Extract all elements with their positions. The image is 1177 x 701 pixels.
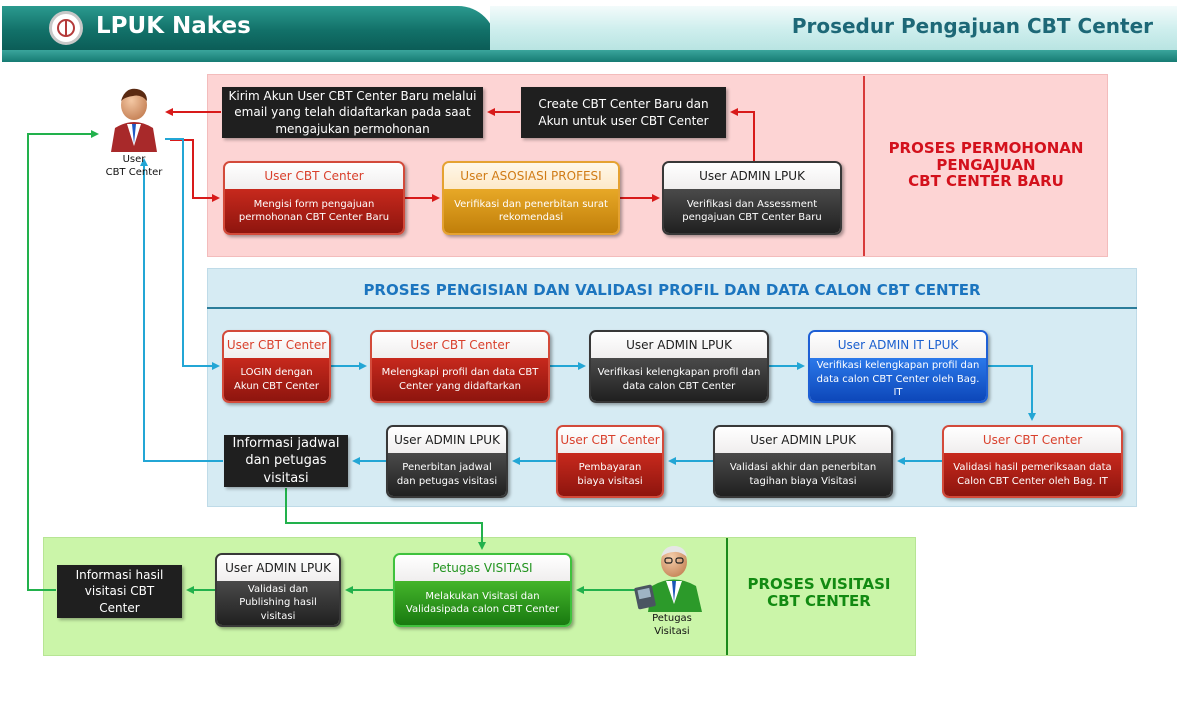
step-role: User ADMIN LPUK [217, 555, 339, 581]
step-text: Mengisi form pengajuan permohonan CBT Ce… [225, 189, 403, 233]
zone-pengajuan-divider [863, 76, 865, 256]
step-text: Validasi akhir dan penerbitan tagihan bi… [715, 453, 891, 496]
header-left-panel [2, 6, 496, 50]
user-avatar-icon [107, 84, 161, 154]
step-login: User CBT Center LOGIN dengan Akun CBT Ce… [222, 330, 331, 403]
petugas-actor-label: Petugas Visitasi [652, 613, 692, 637]
user-actor-label: User CBT Center [105, 154, 163, 178]
section-title-pengisian: PROSES PENGISIAN DAN VALIDASI PROFIL DAN… [363, 281, 981, 299]
petugas-avatar-icon [634, 540, 710, 614]
step-text: Verifikasi dan penerbitan surat rekomend… [444, 189, 618, 233]
step-text: LOGIN dengan Akun CBT Center [224, 358, 329, 401]
header-right-panel [490, 6, 1177, 50]
header-bar: LPUK Nakes Prosedur Pengajuan CBT Center [0, 0, 1177, 62]
step-role: User ADMIN LPUK [591, 332, 767, 358]
note-create-cbt-center: Create CBT Center Baru dan Akun untuk us… [521, 87, 726, 138]
step-role: User CBT Center [224, 332, 329, 358]
note-kirim-akun: Kirim Akun User CBT Center Baru melalui … [222, 87, 483, 138]
step-text: Verifikasi kelengkapan profil dan data c… [591, 358, 767, 401]
zone-visitasi-divider [726, 538, 728, 655]
step-role: User CBT Center [558, 427, 662, 453]
step-verifikasi-it: User ADMIN IT LPUK Verifikasi kelengkapa… [808, 330, 988, 403]
step-text: Pembayaran biaya visitasi [558, 453, 662, 496]
step-pembayaran: User CBT Center Pembayaran biaya visitas… [556, 425, 664, 498]
step-text: Validasi hasil pemeriksaan data Calon CB… [944, 453, 1121, 496]
step-role: Petugas VISITASI [395, 555, 570, 581]
note-info-jadwal: Informasi jadwal dan petugas visitasi [224, 435, 348, 487]
step-verifikasi-admin: User ADMIN LPUK Verifikasi kelengkapan p… [589, 330, 769, 403]
step-publishing: User ADMIN LPUK Validasi dan Publishing … [215, 553, 341, 627]
section-title-visitasi: PROSES VISITASI CBT CENTER [747, 575, 891, 610]
page-title: Prosedur Pengajuan CBT Center [791, 14, 1153, 38]
logo-rod [65, 20, 67, 36]
step-role: User ADMIN LPUK [664, 163, 840, 189]
step-role: User ADMIN IT LPUK [810, 332, 986, 358]
step-penerbitan-jadwal: User ADMIN LPUK Penerbitan jadwal dan pe… [386, 425, 508, 498]
step-text: Verifikasi dan Assessment pengajuan CBT … [664, 189, 840, 233]
step-text: Validasi dan Publishing hasil visitasi [217, 581, 339, 625]
step-role: User ADMIN LPUK [388, 427, 506, 453]
step-text: Verifikasi kelengkapan profil dan data c… [810, 358, 986, 401]
step-role: User CBT Center [225, 163, 403, 189]
step-mengisi-form: User CBT Center Mengisi form pengajuan p… [223, 161, 405, 235]
lpuk-logo-icon [49, 11, 83, 45]
step-role: User CBT Center [944, 427, 1121, 453]
step-verifikasi-asosiasi: User ASOSIASI PROFESI Verifikasi dan pen… [442, 161, 620, 235]
step-text: Melakukan Visitasi dan Validasipada calo… [395, 581, 570, 625]
app-title: LPUK Nakes [96, 13, 251, 39]
step-visitasi: Petugas VISITASI Melakukan Visitasi dan … [393, 553, 572, 627]
header-strip [2, 50, 1177, 62]
zone-pengisian-rule [207, 307, 1137, 309]
step-assessment-admin: User ADMIN LPUK Verifikasi dan Assessmen… [662, 161, 842, 235]
arrow-hasil-to-user [27, 130, 99, 591]
note-info-hasil-visitasi: Informasi hasil visitasi CBT Center [57, 565, 182, 618]
step-validasi-akhir: User ADMIN LPUK Validasi akhir dan pener… [713, 425, 893, 498]
step-role: User ADMIN LPUK [715, 427, 891, 453]
step-text: Melengkapi profil dan data CBT Center ya… [372, 358, 548, 401]
step-text: Penerbitan jadwal dan petugas visitasi [388, 453, 506, 496]
step-lengkapi-profil: User CBT Center Melengkapi profil dan da… [370, 330, 550, 403]
step-validasi-hasil-it: User CBT Center Validasi hasil pemeriksa… [942, 425, 1123, 498]
step-role: User CBT Center [372, 332, 548, 358]
section-title-pengajuan: PROSES PERMOHONAN PENGAJUAN CBT CENTER B… [888, 139, 1084, 190]
step-role: User ASOSIASI PROFESI [444, 163, 618, 189]
